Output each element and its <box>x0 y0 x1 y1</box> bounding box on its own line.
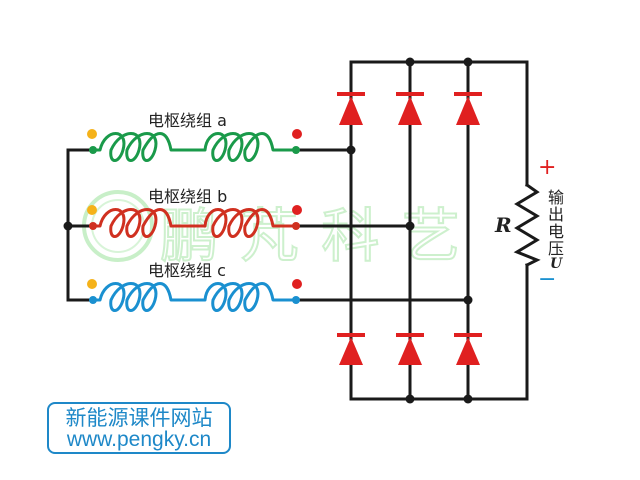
start-marker <box>87 205 97 215</box>
positive-sign: + <box>538 155 556 180</box>
diode-lower-b <box>396 333 424 365</box>
resistor <box>513 182 541 268</box>
diode-upper-b <box>396 92 424 125</box>
website-badge: 新能源课件网站 www.pengky.cn <box>47 402 231 454</box>
badge-url[interactable]: www.pengky.cn <box>66 428 212 452</box>
node-phase-a <box>346 145 356 155</box>
diode-lower-a <box>337 333 365 365</box>
terminal-start <box>89 146 97 154</box>
winding-c: 电枢绕组 c <box>87 261 302 312</box>
diode-lower-c <box>454 333 482 365</box>
negative-sign: − <box>538 267 556 292</box>
terminal-end <box>292 146 300 154</box>
end-marker <box>292 129 302 139</box>
winding-a: 电枢绕组 a <box>87 111 302 162</box>
coil-section <box>203 132 298 162</box>
end-marker <box>292 205 302 215</box>
terminal-start <box>89 296 97 304</box>
terminal-end <box>292 296 300 304</box>
watermark-text: 鹏芃科艺 <box>160 202 460 270</box>
coil-section <box>203 282 298 312</box>
output-label-char: 出 <box>548 205 564 224</box>
neutral-node <box>63 221 73 231</box>
start-marker <box>87 129 97 139</box>
output-voltage-symbol: U <box>550 256 563 272</box>
start-marker <box>87 279 97 289</box>
coil-section <box>91 208 173 238</box>
terminal-end <box>292 222 300 230</box>
winding-label-c: 电枢绕组 c <box>148 261 226 280</box>
node <box>405 394 415 404</box>
output-label-char: 电 <box>548 222 564 241</box>
coil-section <box>91 282 173 312</box>
node <box>463 394 473 404</box>
node <box>405 57 415 67</box>
winding-label-b: 电枢绕组 b <box>148 187 227 206</box>
terminal-start <box>89 222 97 230</box>
badge-title: 新能源课件网站 <box>65 406 213 430</box>
winding-label-a: 电枢绕组 a <box>148 111 227 130</box>
diode-upper-a <box>337 92 365 125</box>
node-phase-b <box>405 221 415 231</box>
output-label-char: 压 <box>548 239 564 258</box>
output-voltage-label: 输 出 电 压 U <box>548 188 564 272</box>
coil-section <box>203 208 298 238</box>
output-label-char: 输 <box>548 188 564 207</box>
winding-b: 电枢绕组 b <box>87 187 302 238</box>
node-phase-c <box>463 295 473 305</box>
end-marker <box>292 279 302 289</box>
coil-section <box>91 132 173 162</box>
armature-windings: 电枢绕组 a 电枢绕组 b 电枢绕组 c <box>87 111 302 312</box>
watermark: 鹏芃科艺 <box>82 190 461 271</box>
node <box>463 57 473 67</box>
diode-upper-c <box>454 92 482 125</box>
resistor-label: R <box>494 213 512 237</box>
